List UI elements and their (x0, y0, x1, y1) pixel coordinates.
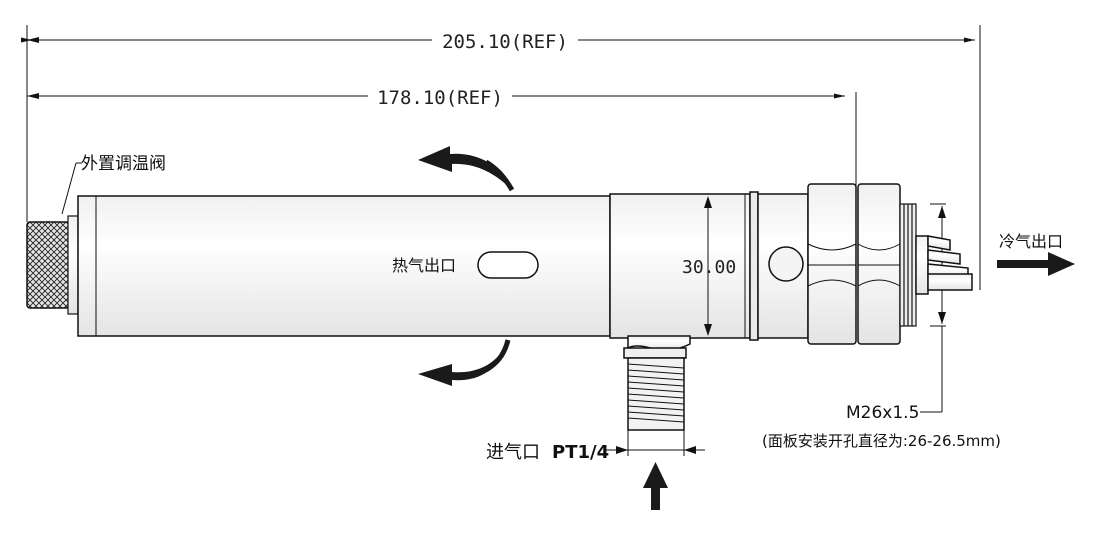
hot-outlet-slot (477, 251, 539, 279)
inlet-dimension (605, 430, 705, 456)
external-valve-label: 外置调温阀 (81, 154, 166, 174)
temperature-valve (26, 215, 79, 315)
inlet-port (623, 335, 691, 431)
body-dimension-text: 178.10(REF) (377, 87, 503, 109)
hot-air-arrow-top (418, 146, 515, 192)
hex-nuts (807, 183, 901, 345)
inlet-thread (627, 363, 685, 423)
diameter-text: 30.00 (682, 257, 736, 278)
side-port-circle (768, 246, 804, 282)
diameter-dimension (704, 196, 712, 336)
hot-air-arrow-bottom (418, 339, 511, 386)
body-dimension (27, 92, 857, 186)
inlet-label: 进气口 (486, 442, 540, 463)
cold-outlet-label: 冷气出口 (999, 232, 1063, 251)
inlet-thread-label: PT1/4 (552, 442, 609, 463)
overall-dimension-text: 205.10(REF) (442, 31, 568, 53)
cold-outlet-arrow (997, 252, 1075, 276)
mount-thread-label: M26x1.5 (846, 403, 919, 423)
valve-leader-line (61, 162, 77, 215)
overall-dimension (21, 25, 981, 290)
mount-thread (899, 203, 917, 327)
mount-thread-dimension (920, 203, 946, 413)
cold-outlet-nozzle (915, 235, 973, 295)
panel-hole-label: (面板安装开孔直径为:26-26.5mm) (762, 432, 1001, 450)
hot-outlet-label: 热气出口 (392, 256, 456, 275)
inlet-arrow (643, 462, 668, 510)
